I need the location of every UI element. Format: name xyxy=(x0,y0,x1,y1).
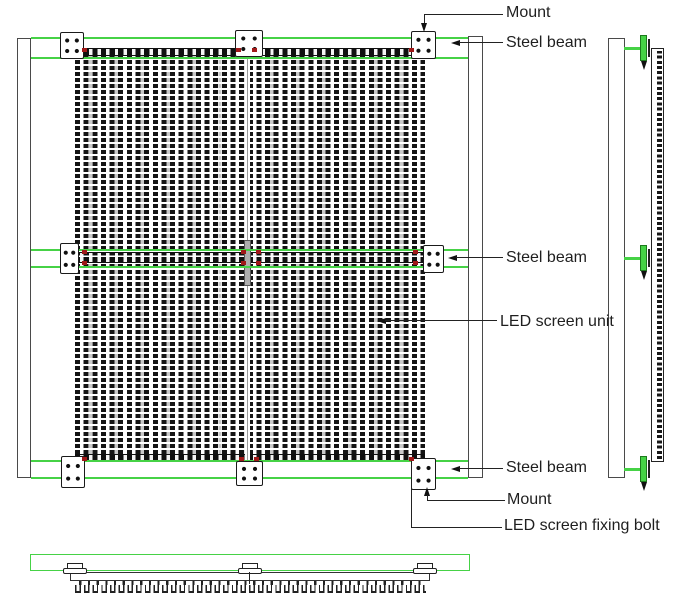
fixing-bolt xyxy=(239,457,244,461)
fixing-bolt xyxy=(256,250,261,254)
label-mount-bottom: Mount xyxy=(507,491,552,508)
label-steel-beam-bottom: Steel beam xyxy=(506,459,587,476)
arrowhead-left xyxy=(451,40,460,46)
leader-line xyxy=(427,495,428,501)
leader-line xyxy=(411,464,412,528)
mount-plate xyxy=(648,39,650,57)
beam-web xyxy=(624,47,641,50)
bolt-arrow-icon xyxy=(641,482,647,491)
side-beam-connector-top xyxy=(624,35,654,70)
mount-bracket-top-center xyxy=(235,30,263,57)
support-column-side-view xyxy=(608,38,625,478)
fixing-bolt xyxy=(241,261,246,265)
side-beam-connector-bottom xyxy=(624,456,654,491)
leader-line xyxy=(456,257,503,258)
fixing-bolt xyxy=(82,261,87,265)
mount-bracket-bottom-right xyxy=(411,458,436,490)
arrowhead-down xyxy=(421,23,427,32)
leader-line xyxy=(427,500,505,501)
bottom-view-pixel-teeth-bottoms xyxy=(74,591,426,593)
leader-line xyxy=(459,468,503,469)
beam-web xyxy=(624,468,641,471)
mount-bracket-bottom-center xyxy=(236,461,263,486)
label-steel-beam-middle: Steel beam xyxy=(506,249,587,266)
label-led-screen-fixing-bolt: LED screen fixing bolt xyxy=(504,517,660,534)
leader-line xyxy=(385,320,497,321)
led-screen-panel xyxy=(75,48,425,462)
mount-plate xyxy=(648,249,650,267)
label-led-screen-unit: LED screen unit xyxy=(500,313,614,330)
fixing-bolt xyxy=(236,48,241,52)
leader-line xyxy=(424,14,425,24)
support-column-left xyxy=(17,38,31,478)
fixing-bolt xyxy=(413,250,418,254)
leader-line xyxy=(411,527,502,528)
fixing-bolt xyxy=(254,457,259,461)
fixing-bolt xyxy=(82,250,87,254)
mount-bracket-top-left xyxy=(60,32,84,59)
fixing-bolt xyxy=(252,48,257,52)
beam-flange xyxy=(640,245,647,271)
steel-beam-middle-edge-upper xyxy=(31,249,468,251)
arrowhead-up xyxy=(424,487,430,496)
mount-plate xyxy=(648,460,650,478)
leader-line xyxy=(424,14,503,15)
fixing-bolt xyxy=(409,48,414,52)
mount-bottom-view-base xyxy=(63,568,87,574)
fixing-bolt xyxy=(256,261,261,265)
beam-flange xyxy=(640,456,647,482)
fixing-bolt xyxy=(82,457,87,461)
mount-bottom-view-base xyxy=(413,568,437,574)
led-screen-side-pixel-teeth xyxy=(657,51,662,459)
bottom-view-pixel-teeth-stems xyxy=(76,581,424,585)
fixing-bolt xyxy=(241,250,246,254)
bottom-view-pixel-teeth-feet xyxy=(74,585,426,592)
steel-beam-top-edge-lower xyxy=(31,57,468,59)
mount-bottom-view-base xyxy=(238,568,262,574)
label-steel-beam-top: Steel beam xyxy=(506,34,587,51)
label-mount-top: Mount xyxy=(506,4,551,21)
mount-bracket-top-right xyxy=(411,31,436,59)
fixing-bolt xyxy=(409,457,414,461)
side-beam-connector-middle xyxy=(624,245,654,280)
steel-beam-middle-edge-lower xyxy=(31,266,468,268)
mount-bracket-middle-left xyxy=(60,243,79,274)
leader-line xyxy=(459,42,503,43)
beam-flange xyxy=(640,35,647,61)
led-screen-side-profile xyxy=(651,48,664,462)
fixing-bolt xyxy=(82,48,87,52)
bolt-arrow-icon xyxy=(641,61,647,70)
beam-web xyxy=(624,257,641,260)
arrowhead-left xyxy=(451,466,460,472)
arrowhead-left xyxy=(377,318,386,324)
arrowhead-left xyxy=(448,255,457,261)
bolt-arrow-icon xyxy=(641,271,647,280)
bottom-view-joint-line xyxy=(249,572,250,584)
mount-bracket-bottom-left xyxy=(61,456,85,488)
fixing-bolt xyxy=(413,261,418,265)
mount-bracket-middle-right xyxy=(423,245,444,273)
